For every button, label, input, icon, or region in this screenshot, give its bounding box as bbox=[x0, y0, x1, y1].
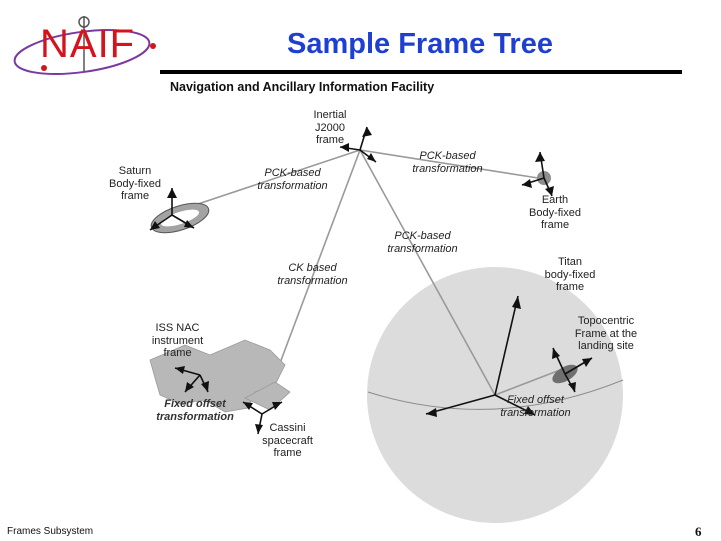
footer-label: Frames Subsystem bbox=[7, 526, 94, 537]
logo-text: NAIF bbox=[40, 22, 136, 66]
saturn-ring bbox=[150, 202, 210, 234]
logo-orbit-icon bbox=[13, 16, 156, 75]
page-number: 6 bbox=[695, 524, 702, 539]
title-rule bbox=[160, 70, 682, 74]
arrowheads bbox=[150, 127, 592, 434]
axis-triads bbox=[149, 126, 593, 435]
naif-logo: NAIF bbox=[10, 10, 160, 85]
page-subtitle: Navigation and Ancillary Information Fac… bbox=[170, 80, 435, 94]
cassini-silhouette bbox=[149, 339, 291, 413]
titan-equator bbox=[367, 379, 624, 410]
page-title: Sample Frame Tree bbox=[287, 28, 553, 60]
